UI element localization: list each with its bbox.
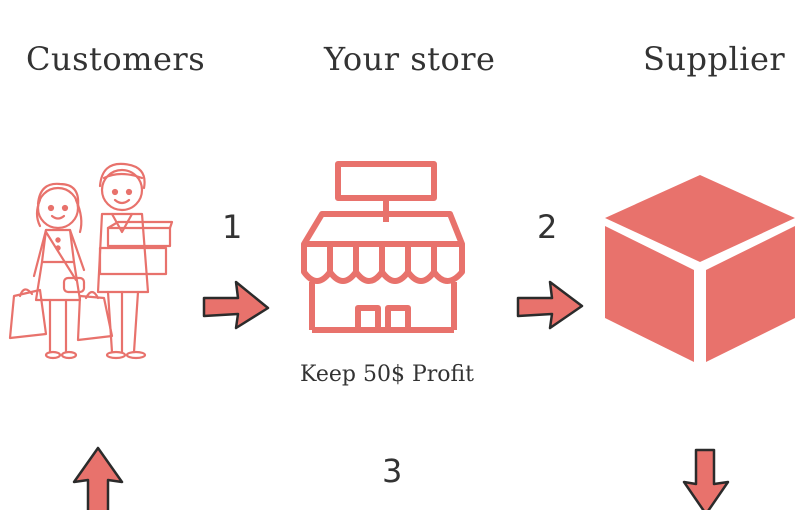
customers-heading: Customers [26, 40, 206, 78]
store-heading: Your store [324, 40, 496, 78]
step-1-label: 1 [222, 208, 243, 246]
couple-shopping-icon [8, 162, 174, 360]
step-3-label: 3 [382, 452, 403, 490]
store-profit-caption: Keep 50$ Profit [300, 362, 475, 387]
arrow-down-icon [682, 448, 730, 510]
storefront-icon [301, 161, 465, 333]
box-cube-icon [605, 175, 795, 362]
supplier-heading: Supplier [643, 40, 786, 78]
step-2-label: 2 [537, 208, 558, 246]
arrow-up-icon [72, 446, 124, 510]
arrow-right-2-icon [516, 280, 584, 330]
arrow-right-1-icon [202, 280, 270, 330]
